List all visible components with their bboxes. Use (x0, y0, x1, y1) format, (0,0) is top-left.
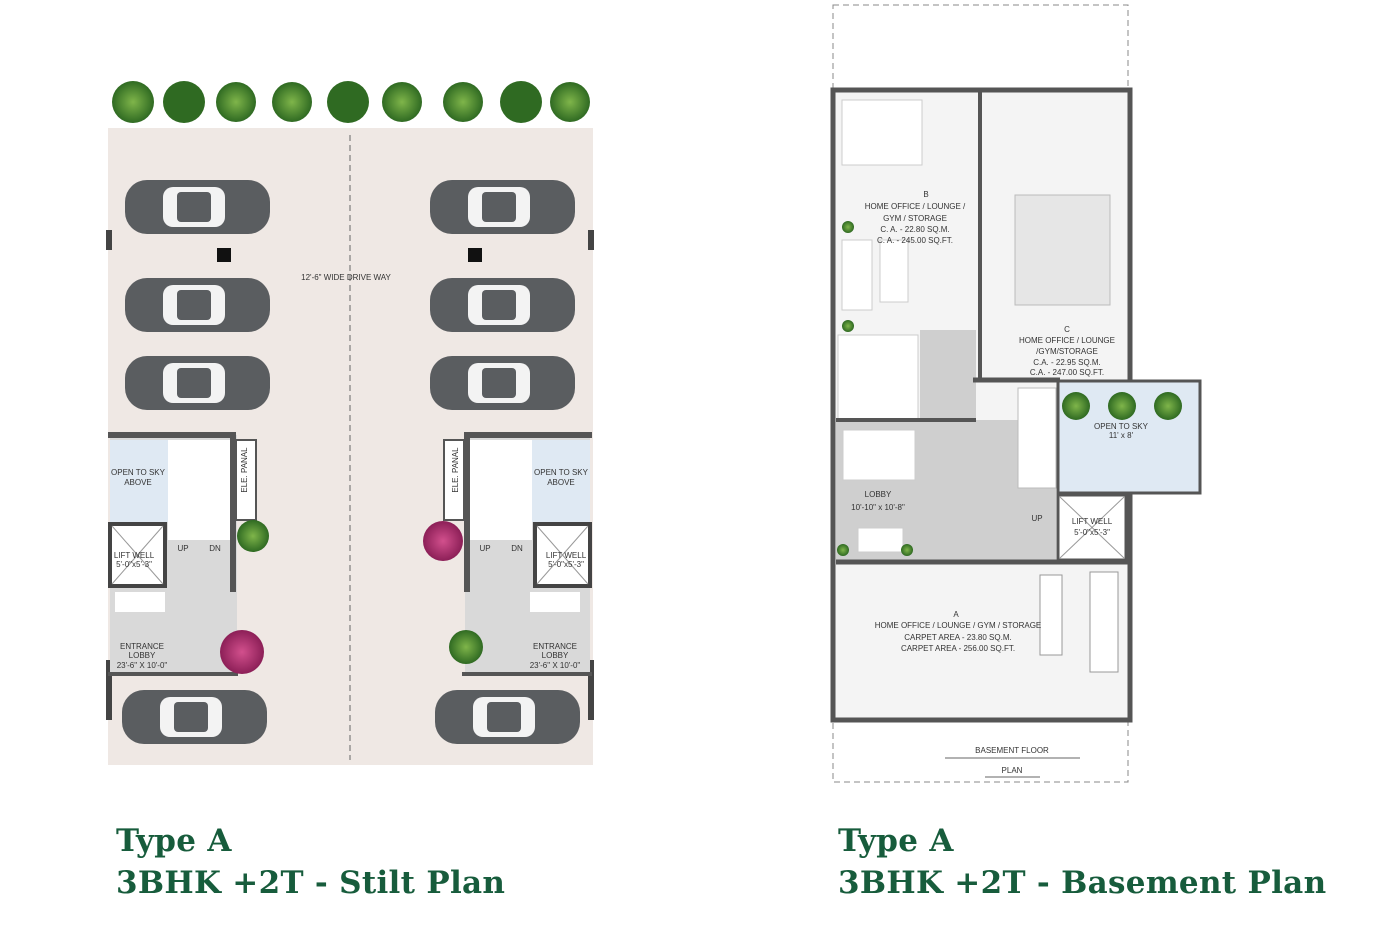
lift-well-dim: 5'-0"x5'-3" (116, 560, 152, 569)
room-c-use: HOME OFFICE / LOUNGE (1019, 336, 1115, 345)
lobby-label: LOBBY (865, 490, 892, 499)
caption-type: Type A (838, 823, 954, 859)
entrance-label: LOBBY (129, 651, 156, 660)
driveway-label: 12'-6" WIDE DRIVE WAY (301, 273, 391, 282)
open-to-sky-label: OPEN TO SKY (111, 468, 166, 477)
room-a-area-sqm: CARPET AREA - 23.80 SQ.M. (904, 633, 1011, 642)
open-to-sky-label: OPEN TO SKY (534, 468, 589, 477)
entrance-dim: 23'-6" X 10'-0" (117, 661, 168, 670)
entrance-label: LOBBY (542, 651, 569, 660)
lobby-dim: 10'-10" x 10'-8" (851, 503, 905, 512)
room-a-label: A (953, 610, 959, 619)
open-to-sky-label: ABOVE (547, 478, 575, 487)
dn-label: DN (511, 544, 523, 553)
entrance-label: ENTRANCE (533, 642, 577, 651)
open-to-sky-dim: 11' x 8' (1109, 431, 1134, 440)
stilt-unit-left: OPEN TO SKY ABOVE ELE. PANAL LIFT WELL 5… (108, 432, 269, 676)
up-label: UP (1031, 514, 1042, 523)
room-c-area-sqm: C.A. - 22.95 SQ.M. (1033, 358, 1101, 367)
up-label: UP (177, 544, 188, 553)
basement-plan: B HOME OFFICE / LOUNGE / GYM / STORAGE C… (830, 4, 1202, 783)
lift-well-dim: 5'-0"x5'-3" (1074, 528, 1110, 537)
entrance-label: ENTRANCE (120, 642, 164, 651)
entrance-dim: 23'-6" X 10'-0" (530, 661, 581, 670)
basement-title: BASEMENT FLOOR (975, 746, 1049, 755)
room-a-use: HOME OFFICE / LOUNGE / GYM / STORAGE (875, 621, 1042, 630)
lift-well-dim: 5'-0"x5'-3" (548, 560, 584, 569)
lift-well-label: LIFT WELL (1072, 517, 1113, 526)
room-b-use: GYM / STORAGE (883, 214, 947, 223)
ele-panal-label: ELE. PANAL (240, 447, 249, 493)
caption-plan: 3BHK +2T - Basement Plan (838, 865, 1327, 901)
open-to-sky-label: ABOVE (124, 478, 152, 487)
caption-plan: 3BHK +2T - Stilt Plan (116, 865, 506, 901)
lift-well-label: LIFT WELL (546, 551, 587, 560)
open-to-sky-label: OPEN TO SKY (1094, 422, 1149, 431)
basement-plan-caption: Type A 3BHK +2T - Basement Plan (838, 820, 1326, 904)
stilt-plan: 12'-6" WIDE DRIVE WAY OPEN TO SKY ABOVE … (106, 81, 594, 765)
stilt-unit-right: OPEN TO SKY ABOVE ELE. PANAL LIFT WELL 5… (423, 432, 592, 676)
room-a-area-sqft: CARPET AREA - 256.00 SQ.FT. (901, 644, 1015, 653)
room-b-area-sqft: C. A. - 245.00 SQ.FT. (877, 236, 953, 245)
room-c-area-sqft: C.A. - 247.00 SQ.FT. (1030, 368, 1104, 377)
room-b-use: HOME OFFICE / LOUNGE / (865, 202, 966, 211)
lift-well-label: LIFT WELL (114, 551, 155, 560)
ele-panal-label: ELE. PANAL (451, 447, 460, 493)
tree-row (112, 81, 590, 123)
room-b-area-sqm: C. A. - 22.80 SQ.M. (880, 225, 949, 234)
caption-type: Type A (116, 823, 232, 859)
room-b-label: B (923, 190, 928, 199)
room-c-label: C (1064, 325, 1070, 334)
stilt-plan-caption: Type A 3BHK +2T - Stilt Plan (116, 820, 505, 904)
dn-label: DN (209, 544, 221, 553)
basement-title: PLAN (1002, 766, 1023, 775)
room-c-use: /GYM/STORAGE (1036, 347, 1098, 356)
up-label: UP (479, 544, 490, 553)
